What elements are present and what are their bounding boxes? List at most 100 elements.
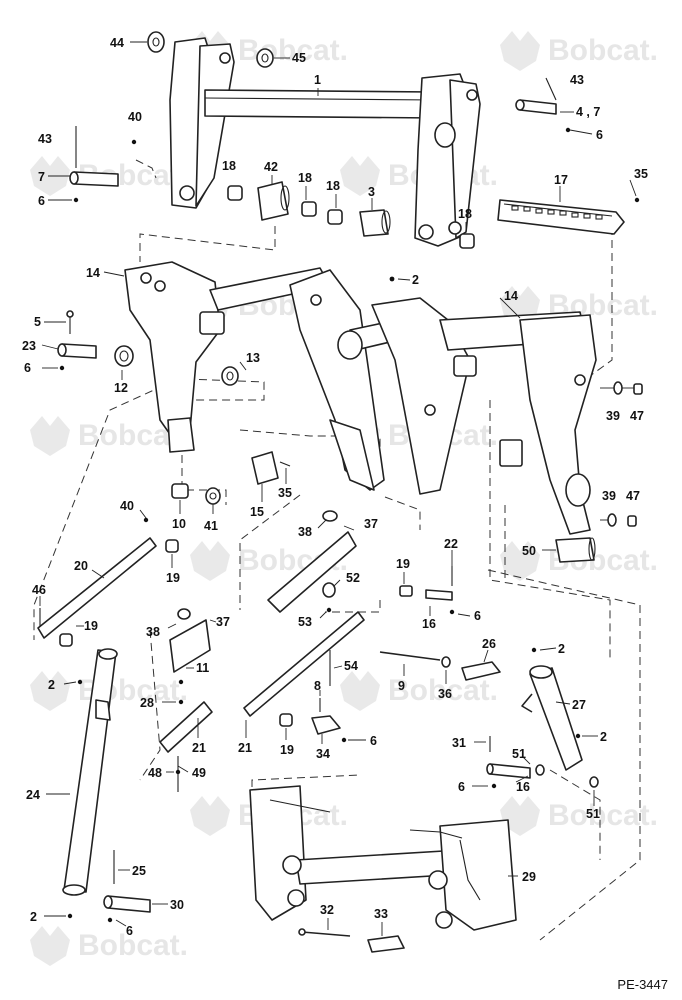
bobcat-head-logo-icon [30,416,70,456]
part-7-pin [69,126,137,203]
callout-19: 19 [84,619,98,633]
bobcat-head-logo-icon [30,671,70,711]
part-4-pin [515,77,571,133]
callout-18: 18 [458,207,472,221]
bobcat-head-logo-icon [500,31,540,71]
bobcat-head-logo-icon [190,541,230,581]
callout-6: 6 [38,194,45,208]
watermark-text: Bobcat. [548,34,658,67]
callout-52: 52 [346,571,360,585]
callout-39: 39 [602,489,616,503]
callout-28: 28 [140,696,154,710]
callout-44: 44 [110,36,124,50]
callout-6: 6 [596,128,603,142]
part-47-nut [627,383,643,527]
part-13-bushing [221,366,239,386]
callout-11: 11 [196,661,209,675]
part-18-bushing [227,185,243,201]
watermark-tile: Bobcat. [500,31,658,71]
callout-43: 43 [38,132,52,146]
callout-33: 33 [374,907,388,921]
callout-30: 30 [170,898,184,912]
callout-34: 34 [316,747,330,761]
part-5-bolt [66,310,74,334]
callout-19: 19 [396,557,410,571]
callout-48: 48 [148,766,162,780]
part-10-bushing [171,483,189,499]
callout-4-7: 4 , 7 [576,105,600,119]
callout-labels: 44 45 1 43 4 , 7 6 40 43 7 6 18 42 18 18… [22,36,648,938]
assembly-guide-lines [33,159,641,941]
callout-5: 5 [34,315,41,329]
part-21-link-bar [243,611,365,727]
callout-14: 14 [86,266,100,280]
callout-2: 2 [30,910,37,924]
callout-21: 21 [238,741,252,755]
callout-35: 35 [634,167,648,181]
callout-27: 27 [572,698,586,712]
part-24-cylinder [62,648,118,919]
callout-49: 49 [192,766,206,780]
callout-2: 2 [48,678,55,692]
part-18-bushing [301,201,317,217]
callout-2: 2 [412,273,419,287]
part-52-knob [322,582,336,686]
callout-31: 31 [452,736,466,750]
part-42-bushing [257,181,290,221]
callout-53: 53 [298,615,312,629]
callout-29: 29 [522,870,536,884]
part-50-bushing [555,537,596,563]
part-3-bushing [359,209,391,237]
callout-12: 12 [114,381,128,395]
bobcat-head-logo-icon [340,156,380,196]
part-12-bushing [114,345,134,367]
part-21-link-bar-small [159,701,213,792]
part-37-cover [267,510,357,613]
callout-2: 2 [558,642,565,656]
bobcat-head-logo-icon [500,541,540,581]
part-37-cover-lower [169,608,211,705]
watermark-text: Bobcat. [78,929,188,962]
callout-38: 38 [146,625,160,639]
callout-47: 47 [630,409,644,423]
callout-13: 13 [246,351,260,365]
part-16-pin-lower [486,763,599,789]
callout-19: 19 [280,743,294,757]
part-39-washer [607,381,623,527]
part-30-pin [103,895,151,923]
part-2-grease-fitting [389,276,395,282]
callout-6: 6 [126,924,133,938]
callout-8: 8 [314,679,321,693]
watermark-text: Bobcat. [548,799,658,832]
part-1-attachment-frame [169,37,481,247]
callout-38: 38 [298,525,312,539]
callout-51: 51 [586,807,600,821]
callout-40: 40 [120,499,134,513]
bobcat-head-logo-icon [190,796,230,836]
callout-2: 2 [600,730,607,744]
leader-lines [39,41,637,936]
callout-18: 18 [298,171,312,185]
watermark-tile: Bobcat. [30,156,188,196]
callout-17: 17 [554,173,568,187]
part-41-bushing [205,487,221,505]
callout-39: 39 [606,409,620,423]
callout-10: 10 [172,517,186,531]
watermark-tile: Bobcat. [500,796,658,836]
callout-41: 41 [204,519,218,533]
callout-1: 1 [314,73,321,87]
callout-6: 6 [458,780,465,794]
callout-3: 3 [368,185,375,199]
callout-40: 40 [128,110,142,124]
callout-32: 32 [320,903,334,917]
callout-23: 23 [22,339,36,353]
callout-50: 50 [522,544,536,558]
callout-54: 54 [344,659,358,673]
part-29-quick-attach-frame [249,785,517,931]
callout-18: 18 [326,179,340,193]
bobcat-head-logo-icon [340,671,380,711]
callout-15: 15 [250,505,264,519]
part-8-pin [311,698,347,743]
drawing-number: PE-3447 [617,977,668,992]
